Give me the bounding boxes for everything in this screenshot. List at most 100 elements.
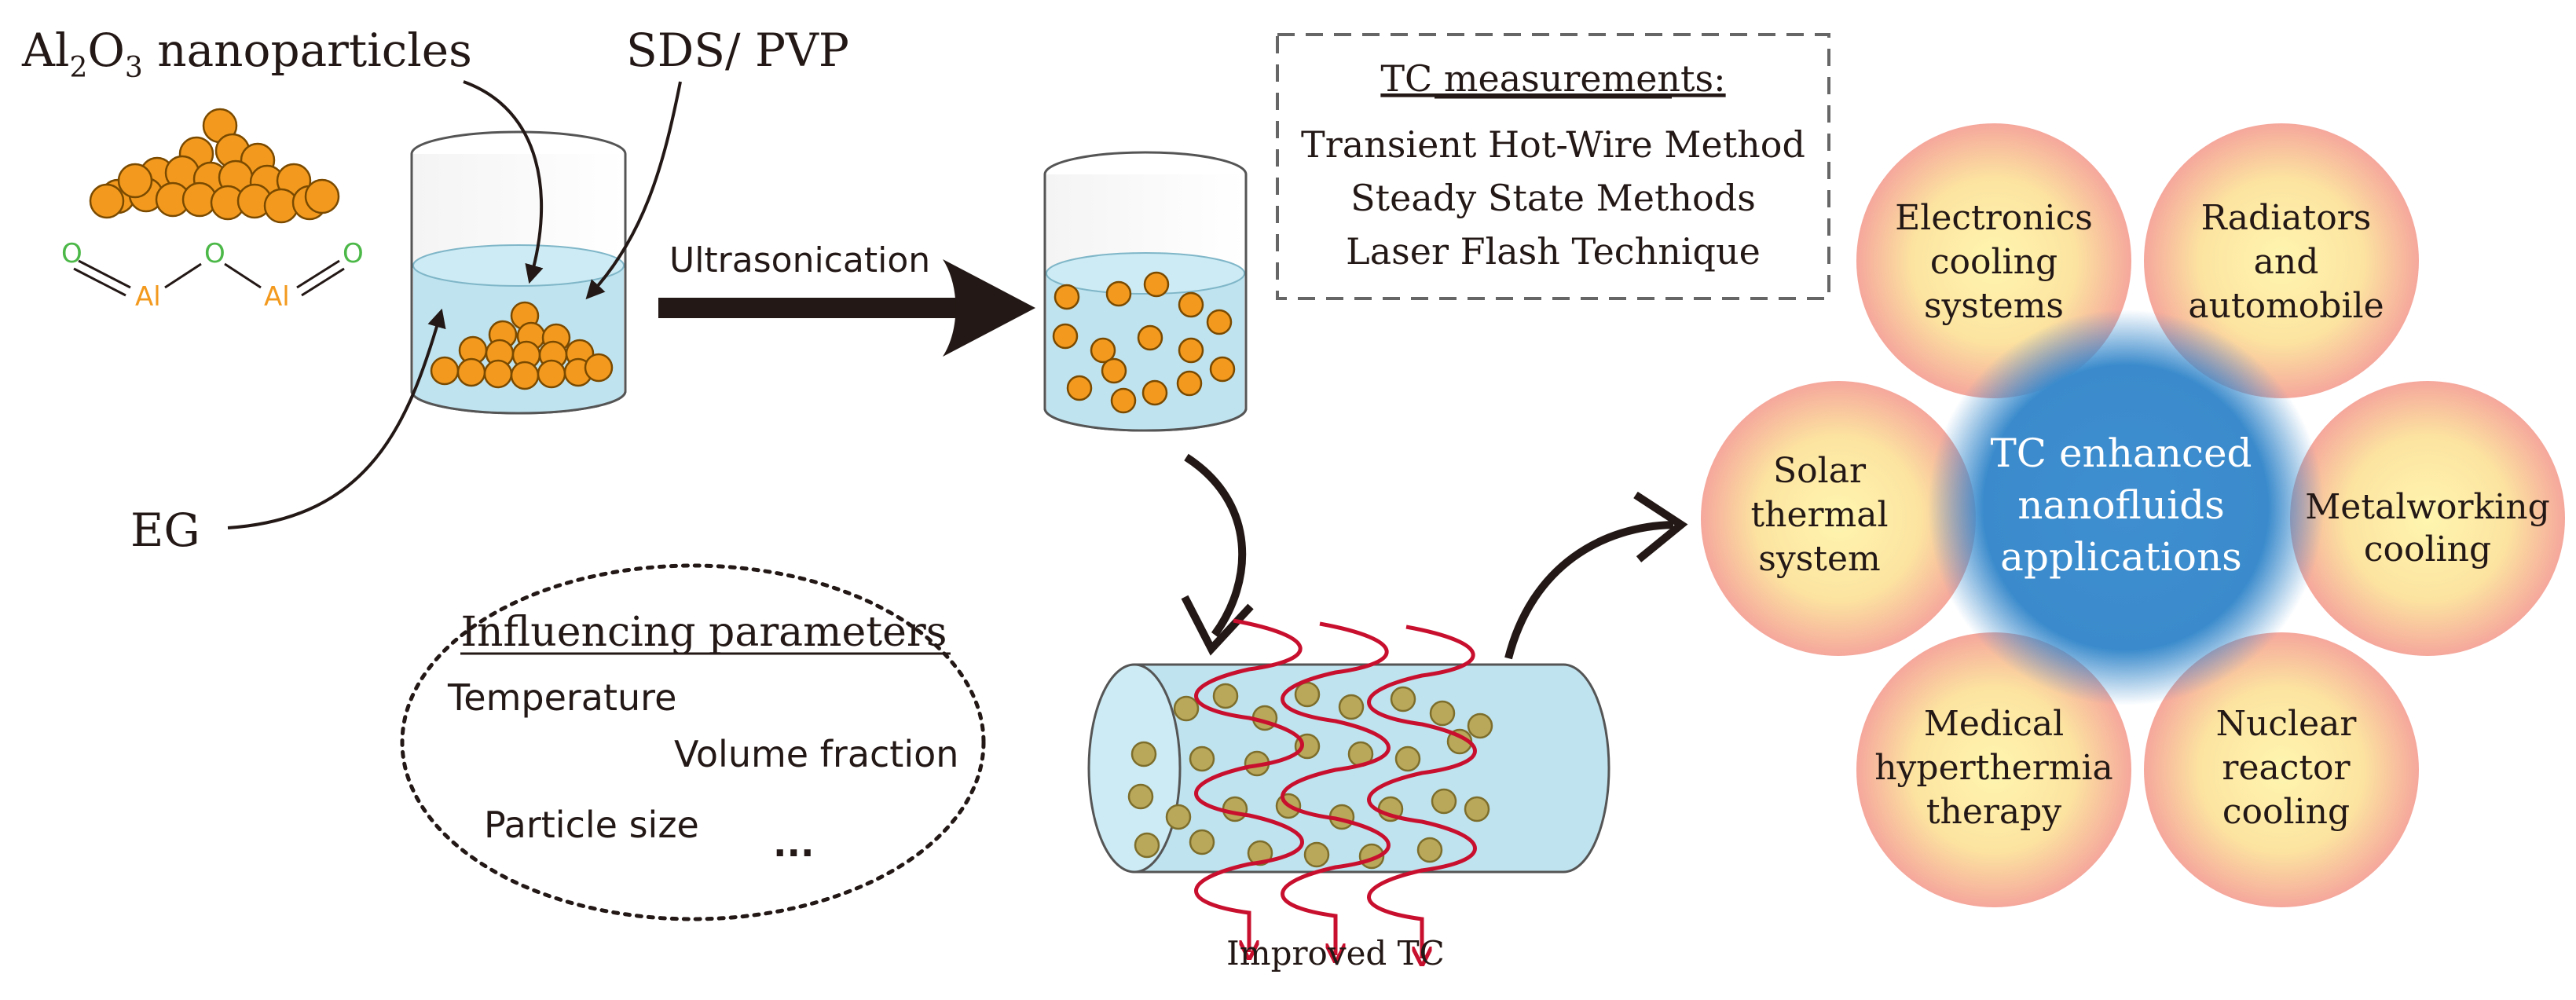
particle — [1053, 284, 1080, 310]
param-temperature: Temperature — [447, 676, 676, 719]
method-laser-flash: Laser Flash Technique — [1346, 230, 1761, 273]
param-particle-size: Particle size — [484, 804, 699, 846]
particle — [1101, 357, 1127, 384]
metalworking-line2: cooling — [2364, 529, 2491, 570]
method-hot-wire: Transient Hot-Wire Method — [1301, 123, 1805, 166]
tube-particle — [1189, 829, 1215, 855]
al2o3-label: Al2O3 nanoparticles — [21, 24, 472, 84]
tube-particle — [1294, 681, 1321, 708]
particle — [1178, 291, 1204, 318]
tube-particle — [1303, 841, 1330, 868]
tube-to-applications-arrow — [1504, 521, 1674, 660]
nanofluid-tube — [1087, 618, 1610, 958]
electronics-line2: cooling — [1930, 242, 2058, 282]
particle — [1141, 379, 1168, 406]
tube-particle — [1173, 695, 1200, 722]
particle — [1137, 324, 1163, 351]
eg-to-beaker-arrow — [227, 308, 446, 529]
tube-particle — [1165, 804, 1192, 830]
tube-particle — [1130, 741, 1157, 767]
oxygen-right: O — [343, 238, 364, 269]
radiators-line1: Radiators — [2201, 198, 2372, 238]
solar-line3: system — [1758, 539, 1880, 579]
surfactant-label: SDS/ PVP — [626, 24, 849, 77]
aluminum-left: Al — [135, 281, 161, 313]
tube-particle — [1431, 788, 1457, 815]
electronics-line3: systems — [1924, 286, 2064, 326]
particle — [537, 359, 566, 389]
solar-line1: Solar — [1773, 451, 1867, 491]
particle — [1110, 387, 1137, 414]
tube-particle — [1127, 783, 1154, 810]
tube-particle — [1247, 840, 1273, 866]
parameters-title: Influencing parameters — [461, 609, 947, 656]
param-volume-fraction: Volume fraction — [674, 733, 958, 775]
tube-particle — [1416, 837, 1443, 863]
heat-wave — [1281, 621, 1391, 955]
tube-particle — [1338, 694, 1365, 720]
oxygen-left: O — [61, 238, 82, 269]
dispersed-particles — [1052, 271, 1236, 414]
nuclear-line1: Nuclear — [2216, 704, 2358, 744]
radiators-line2: and — [2254, 242, 2319, 282]
beaker-dispersed — [1043, 151, 1248, 432]
petal-metalworking — [2290, 381, 2565, 656]
tube-particle — [1429, 700, 1456, 727]
particle — [1206, 309, 1233, 335]
center-circle — [1928, 310, 2324, 705]
particle — [1066, 375, 1093, 401]
radiators-line3: automobile — [2188, 286, 2384, 326]
improved-tc-label: Improved TC — [1226, 934, 1445, 973]
particle — [430, 356, 460, 386]
particle — [1178, 337, 1204, 364]
particle — [456, 357, 486, 387]
particle — [1176, 370, 1203, 397]
electronics-line1: Electronics — [1895, 198, 2093, 238]
nuclear-line3: cooling — [2222, 792, 2350, 832]
center-line2: nanofluids — [2017, 482, 2225, 528]
ultrasonication-label: Ultrasonication — [669, 240, 930, 280]
petal-radiators — [2144, 123, 2419, 398]
solar-line2: thermal — [1750, 495, 1888, 535]
tube-particle — [1394, 745, 1421, 772]
tube-particle — [1467, 712, 1493, 739]
tube-particle — [1464, 796, 1490, 822]
beaker-to-tube-arrow — [1184, 453, 1247, 637]
particle — [1209, 356, 1236, 383]
nuclear-line2: reactor — [2222, 748, 2351, 788]
medical-line3: therapy — [1926, 792, 2061, 832]
petal-medical — [1856, 632, 2131, 907]
influencing-parameters-ellipse: Influencing parameters Temperature Volum… — [400, 563, 986, 921]
particle — [117, 163, 153, 199]
al2o3-to-beaker-arrow — [463, 80, 544, 284]
particle — [584, 353, 614, 383]
al2o3-molecule: O O O Al Al — [61, 238, 364, 313]
medical-line1: Medical — [1924, 704, 2064, 744]
particle — [1143, 271, 1170, 298]
particle — [1052, 323, 1079, 350]
tube-particle — [1390, 686, 1416, 712]
heat-waves — [1194, 618, 1477, 958]
petal-nuclear — [2144, 632, 2419, 907]
tc-measurements-title: TC measurements: — [1380, 57, 1725, 100]
tube-particle — [1212, 683, 1239, 709]
particle — [510, 361, 540, 390]
ultrasonication-arrow — [658, 259, 1035, 357]
particle-pile — [89, 108, 340, 224]
beaker-particle-pile — [430, 301, 614, 390]
beaker-mixing — [410, 130, 627, 415]
center-line3: applications — [2000, 534, 2242, 580]
tc-measurements-box: TC measurements: Transient Hot-Wire Meth… — [1276, 33, 1830, 300]
medical-line2: hyperthermia — [1874, 748, 2113, 788]
particle — [1090, 337, 1116, 364]
petal-solar — [1701, 381, 1976, 656]
method-steady-state: Steady State Methods — [1350, 177, 1756, 219]
oxygen-middle: O — [204, 238, 225, 269]
aluminum-right: Al — [264, 281, 290, 313]
particle — [304, 178, 340, 214]
applications-flower: Electronics cooling systems Radiators an… — [1701, 123, 2565, 907]
tube-particle — [1189, 745, 1215, 772]
heat-wave — [1367, 625, 1477, 958]
metalworking-line1: Metalworking — [2305, 487, 2550, 527]
